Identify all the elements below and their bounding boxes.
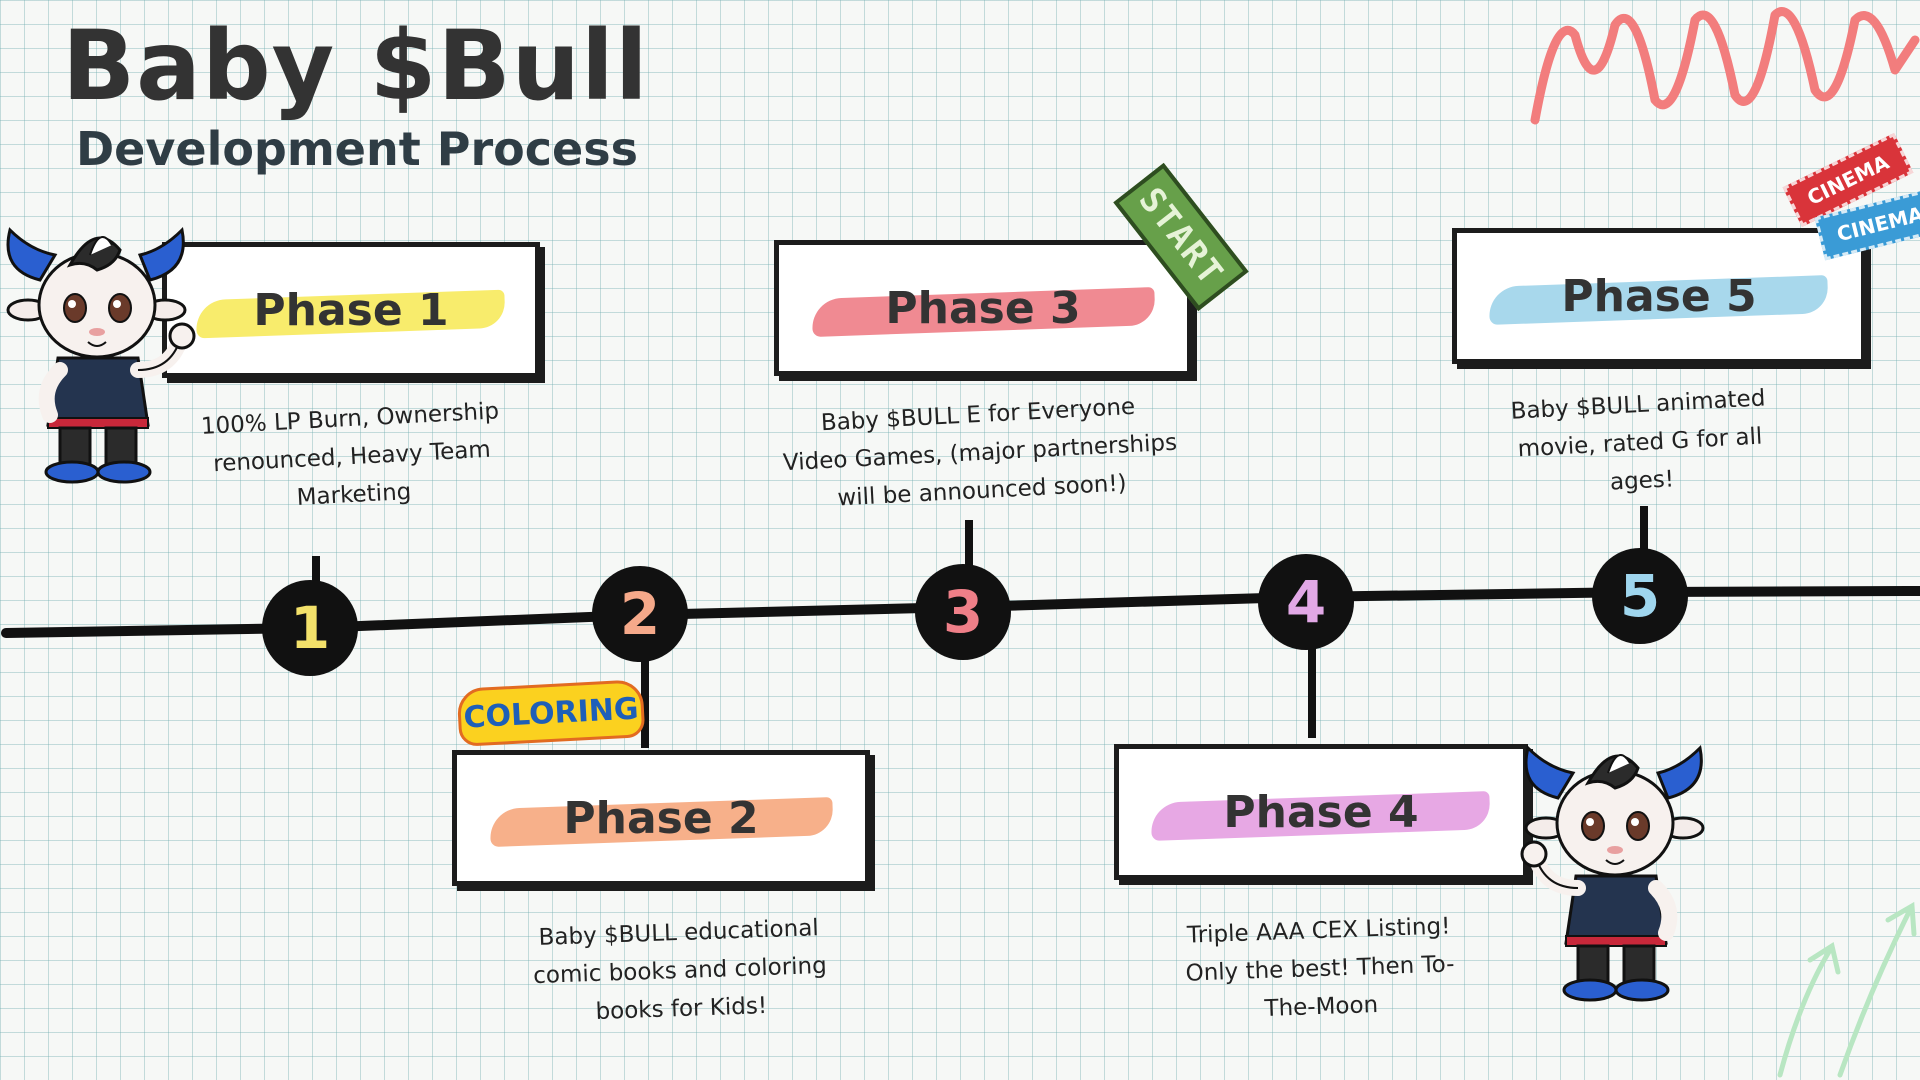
phase-3-description: Baby $BULL E for Everyone Video Games, (… [757,385,1202,522]
page-title: Baby $Bull [62,10,649,122]
phase-2-description: Baby $BULL educational comic books and c… [498,908,862,1034]
phase-2-label: Phase 2 [563,792,759,844]
node-number: 4 [1285,568,1327,636]
node-number: 2 [619,580,661,648]
phase-1-card: Phase 1 [162,242,540,378]
connector-phase-3 [965,520,973,604]
timeline-node-2: 2 [592,566,688,662]
phase-1-description: 100% LP Burn, Ownership renounced, Heavy… [179,391,525,523]
bull-mascot-icon [6,226,196,484]
node-number: 3 [942,578,984,646]
coloring-book-sticker: COLORING [456,679,646,747]
connector-phase-5 [1640,506,1648,586]
connector-phase-4 [1308,630,1316,738]
timeline-node-4: 4 [1258,554,1354,650]
arrow-doodle-icon [1777,901,1917,1078]
phase-4-label: Phase 4 [1223,786,1419,838]
phase-5-label: Phase 5 [1561,270,1757,322]
node-number: 5 [1619,562,1661,630]
connector-phase-2 [641,640,649,748]
zigzag-doodle-icon [1530,7,1920,125]
bull-mascot-icon [1520,744,1705,1002]
page-subtitle: Development Process [76,122,638,176]
phase-5-description: Baby $BULL animated movie, rated G for a… [1467,377,1813,509]
phase-5-card: Phase 5 [1452,228,1866,364]
timeline-node-5: 5 [1592,548,1688,644]
phase-1-label: Phase 1 [253,284,449,336]
phase-3-label: Phase 3 [885,282,1081,334]
timeline-node-3: 3 [915,564,1011,660]
timeline-node-1: 1 [262,580,358,676]
phase-2-card: Phase 2 [452,750,870,886]
phase-4-description: Triple AAA CEX Listing! Only the best! T… [1148,906,1492,1032]
node-number: 1 [289,594,331,662]
phase-3-card: Phase 3 [774,240,1192,376]
phase-4-card: Phase 4 [1114,744,1528,880]
